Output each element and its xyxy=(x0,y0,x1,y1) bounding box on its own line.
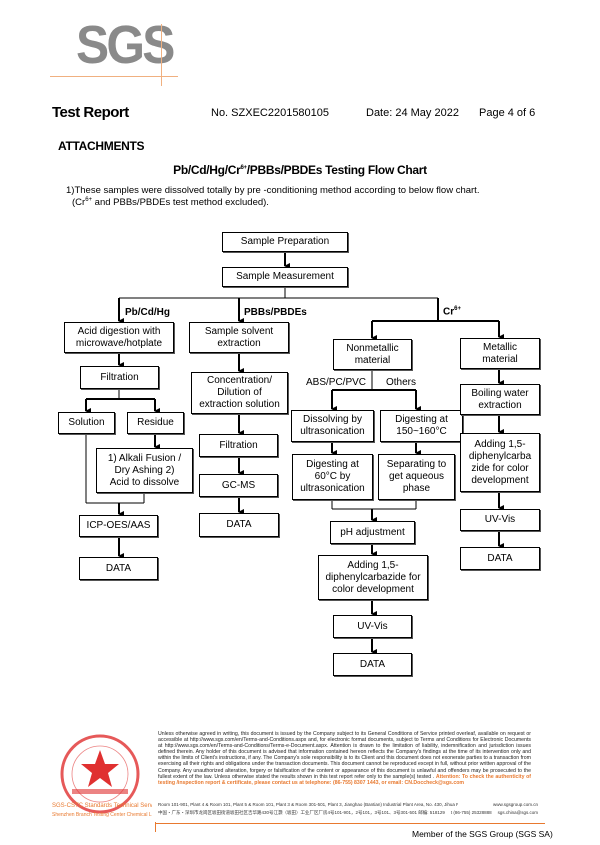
box-separating-aqueous: Separating to get aqueous phase xyxy=(378,454,455,500)
box-uv-vis-1: UV-Vis xyxy=(333,615,412,638)
label-others: Others xyxy=(386,377,417,388)
branch-label-cr6: Cr6+ xyxy=(443,306,461,318)
address-english: Room 101-901, Plant 4 & Room 101, Plant … xyxy=(158,802,458,807)
box-nonmetallic-material: Nonmetallic material xyxy=(333,339,412,370)
website[interactable]: www.sgsgroup.com.cn xyxy=(492,802,538,807)
box-solution: Solution xyxy=(58,412,115,434)
box-sample-solvent-extraction: Sample solvent extraction xyxy=(189,322,289,353)
note-line-2: (Cr6+ and PBBs/PBDEs test method exclude… xyxy=(72,197,269,209)
flowchart-title: Pb/Cd/Hg/Cr6+/PBBs/PBDEs Testing Flow Ch… xyxy=(173,163,427,177)
box-dissolving-ultrasonication: Dissolving by ultrasonication xyxy=(291,410,374,442)
box-data-3: DATA xyxy=(333,653,412,676)
box-sample-preparation: Sample Preparation xyxy=(222,232,348,252)
email[interactable]: sgs.china@sgs.com xyxy=(497,810,538,815)
branch-label-pbbs-pbdes: PBBs/PBDEs xyxy=(244,307,307,318)
box-adding-diphenylcarbazide-2: Adding 1,5-diphenylcarba zide for color … xyxy=(460,433,540,492)
box-metallic-material: Metallic material xyxy=(460,338,540,369)
report-date: Date: 24 May 2022 xyxy=(366,107,459,119)
logo-rule-vertical xyxy=(161,24,162,86)
footer-rule-vertical xyxy=(155,822,156,832)
footer-rule xyxy=(155,823,545,824)
box-filtration-1: Filtration xyxy=(80,366,159,389)
box-acid-digestion: Acid digestion with microwave/hotplate xyxy=(64,322,174,353)
box-concentration-dilution: Concentration/ Dilution of extraction so… xyxy=(191,372,288,414)
box-digesting-150: Digesting at 150~160°C xyxy=(380,410,463,442)
report-title: Test Report xyxy=(52,104,129,121)
svg-text:SGS-CSTC Standards Technical S: SGS-CSTC Standards Technical Services Co… xyxy=(52,803,152,809)
note-line-1: 1)These samples were dissolved totally b… xyxy=(66,185,480,196)
logo-rule-horizontal xyxy=(50,76,178,77)
label-abs-pc-pvc: ABS/PC/PVC xyxy=(306,377,367,388)
box-data-2: DATA xyxy=(199,513,279,537)
legal-disclaimer: Unless otherwise agreed in writing, this… xyxy=(158,731,531,786)
box-alkali-fusion: 1) Alkali Fusion / Dry Ashing 2) Acid to… xyxy=(96,448,193,493)
authenticity-notice: Attention: To check the authenticity of … xyxy=(158,773,531,786)
box-uv-vis-2: UV-Vis xyxy=(460,509,540,531)
box-sample-measurement: Sample Measurement xyxy=(222,267,348,287)
box-adding-diphenylcarbazide-1: Adding 1,5-diphenylcarbazide for color d… xyxy=(318,555,428,600)
branch-label-pb-cd-hg: Pb/Cd/Hg xyxy=(125,307,170,318)
box-data-1: DATA xyxy=(79,557,158,580)
address-block: Room 101-901, Plant 4 & Room 101, Plant … xyxy=(158,802,538,816)
box-gc-ms: GC-MS xyxy=(199,474,278,497)
section-heading: ATTACHMENTS xyxy=(58,139,145,153)
company-stamp: SGS-CSTC Standards Technical Services Co… xyxy=(52,734,152,818)
box-ph-adjustment: pH adjustment xyxy=(330,521,415,544)
box-residue: Residue xyxy=(127,412,184,434)
svg-text:Shenzhen Branch Testing Center: Shenzhen Branch Testing Center Chemical … xyxy=(52,812,152,818)
phone: t (86-755) 25328888 xyxy=(450,810,492,815)
box-filtration-2: Filtration xyxy=(199,434,278,457)
sgs-logo: SGS xyxy=(76,15,175,75)
report-number: No. SZXEC2201580105 xyxy=(211,107,330,119)
box-digesting-60: Digesting at 60°C by ultrasonication xyxy=(292,454,373,500)
page-number: Page 4 of 6 xyxy=(479,107,536,119)
box-boiling-water-extraction: Boiling water extraction xyxy=(460,384,540,415)
box-data-4: DATA xyxy=(460,547,540,570)
address-chinese: 中国・广东・深圳市龙岗区坂田街道坂田社区吉华路430号江灏（坂田）工业厂区厂房4… xyxy=(158,810,445,815)
box-icp-oes-aas: ICP-OES/AAS xyxy=(79,515,158,537)
sgs-group-member: Member of the SGS Group (SGS SA) xyxy=(412,829,553,839)
